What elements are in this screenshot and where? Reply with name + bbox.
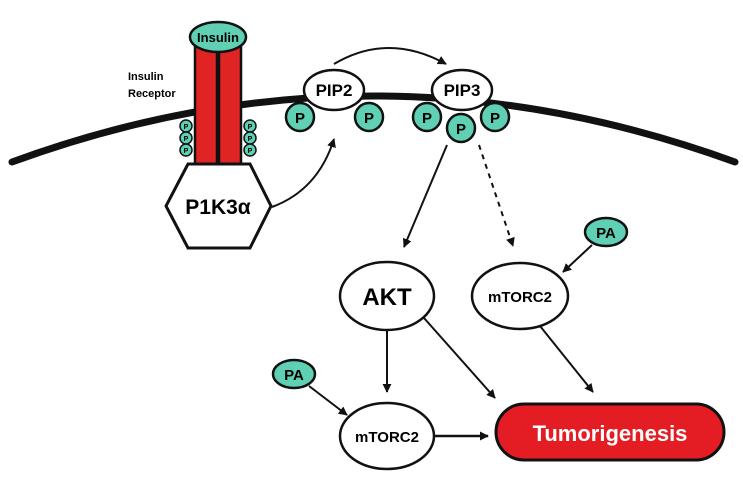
mtorc2-right-label: mTORC2 <box>488 289 552 306</box>
receptor-label-line1: Insulin <box>128 71 164 83</box>
pip3-label: PIP3 <box>444 81 481 100</box>
pip2-phosphate-right <box>353 101 385 133</box>
pip3-phosphate-middle <box>445 112 477 144</box>
svg-text:P: P <box>248 148 253 155</box>
tumorigenesis-label: Tumorigenesis <box>533 421 688 446</box>
pip2-label: PIP2 <box>316 81 353 100</box>
p1k3a-hexagon <box>164 162 273 250</box>
svg-text:P: P <box>184 124 189 131</box>
pip2-node: P P PIP2 <box>284 68 385 133</box>
receptor-phospho-right: P P P <box>243 119 257 157</box>
arrow-pip3-to-mtorc2-dashed <box>478 144 515 247</box>
pip3-phosphate-right <box>479 101 511 133</box>
tumorigenesis-node: Tumorigenesis <box>494 402 726 462</box>
receptor-subunit-right <box>217 44 243 168</box>
insulin-receptor: Insulin Insulin Receptor P P P P P P <box>128 20 257 168</box>
svg-text:P: P <box>295 110 305 127</box>
pip3-node: P P P PIP3 <box>411 68 511 144</box>
svg-text:P: P <box>248 136 253 143</box>
cell-membrane <box>8 92 739 166</box>
pip2-phosphate-left <box>284 101 316 133</box>
p1k3a-node: P1K3α <box>164 162 273 250</box>
mtorc2-left-node: mTORC2 <box>338 401 436 471</box>
p1k3a-label: P1K3α <box>185 196 251 219</box>
arrow-akt-to-tumorigenesis <box>423 317 496 399</box>
svg-text:P: P <box>184 136 189 143</box>
svg-text:P: P <box>248 124 253 131</box>
pip2-head <box>302 68 366 112</box>
pa-right-ellipse <box>583 216 629 248</box>
pip3-phosphate-left <box>411 101 443 133</box>
svg-text:P: P <box>422 110 432 127</box>
insulin-ligand-label: Insulin <box>197 30 239 45</box>
tumorigenesis-box <box>494 402 726 462</box>
akt-ellipse <box>338 260 436 332</box>
pa-right-node: PA <box>583 216 629 248</box>
pa-left-ellipse <box>271 358 317 390</box>
svg-text:P: P <box>490 110 500 127</box>
receptor-subunit-left <box>193 44 219 168</box>
arrow-mtorc2-right-to-tumorigenesis <box>539 325 594 393</box>
receptor-phospho-left: P P P <box>179 119 193 157</box>
mtorc2-left-label: mTORC2 <box>355 429 419 446</box>
arrow-pip3-to-akt <box>402 144 448 248</box>
mtorc2-right-ellipse <box>470 261 570 331</box>
mtorc2-right-node: mTORC2 <box>470 261 570 331</box>
svg-text:P: P <box>184 148 189 155</box>
svg-text:P: P <box>456 121 466 138</box>
arrow-pa-right-to-mtorc2 <box>562 244 593 273</box>
pa-left-label: PA <box>284 367 304 384</box>
pip3-head <box>430 68 494 112</box>
pa-left-node: PA <box>271 358 317 390</box>
insulin-ligand <box>188 20 248 54</box>
arrow-pip2-to-pip3 <box>333 47 447 65</box>
arrow-pa-left-to-mtorc2 <box>308 385 348 416</box>
akt-label: AKT <box>362 284 412 311</box>
pa-right-label: PA <box>596 225 616 242</box>
svg-text:P: P <box>364 110 374 127</box>
mtorc2-left-ellipse <box>338 401 436 471</box>
receptor-label-line2: Receptor <box>128 88 176 100</box>
arrow-p1k3a-to-pip2 <box>271 138 336 208</box>
akt-node: AKT <box>338 260 436 332</box>
